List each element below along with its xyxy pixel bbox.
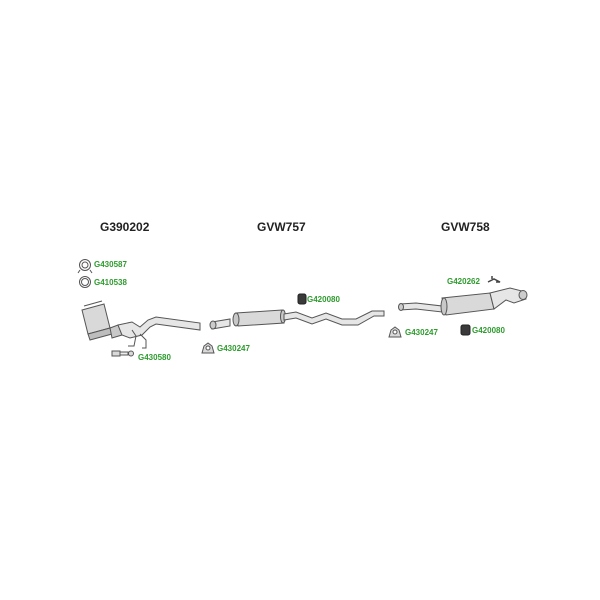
part-code-g430580[interactable]: G430580 — [138, 353, 171, 362]
front-pipe-icon[interactable] — [117, 316, 201, 349]
part-code-g430587[interactable]: G430587 — [94, 260, 127, 269]
catalytic-converter-icon[interactable] — [81, 300, 123, 341]
hanger-bracket-icon[interactable] — [487, 276, 501, 283]
section-code-gvw757[interactable]: GVW757 — [257, 220, 306, 234]
centre-pipe-icon[interactable] — [209, 309, 385, 330]
gasket-ring-icon[interactable] — [79, 276, 91, 288]
section-code-gvw758[interactable]: GVW758 — [441, 220, 490, 234]
clamp-ring-icon[interactable] — [77, 259, 93, 274]
part-code-g430247-rear[interactable]: G430247 — [405, 328, 438, 337]
part-code-g420262[interactable]: G420262 — [447, 277, 480, 286]
part-code-g420080-middle[interactable]: G420080 — [307, 295, 340, 304]
part-code-g420080-rear[interactable]: G420080 — [472, 326, 505, 335]
bolt-kit-icon[interactable] — [111, 350, 134, 357]
rubber-hanger-icon[interactable] — [460, 324, 471, 336]
part-code-g430247-front[interactable]: G430247 — [217, 344, 250, 353]
part-code-g410538[interactable]: G410538 — [94, 278, 127, 287]
rubber-hanger-icon[interactable] — [297, 293, 307, 305]
mounting-clamp-icon[interactable] — [201, 342, 215, 354]
section-code-g390202[interactable]: G390202 — [100, 220, 150, 234]
rear-silencer-icon[interactable] — [398, 287, 528, 316]
mounting-clamp-icon[interactable] — [388, 326, 402, 338]
